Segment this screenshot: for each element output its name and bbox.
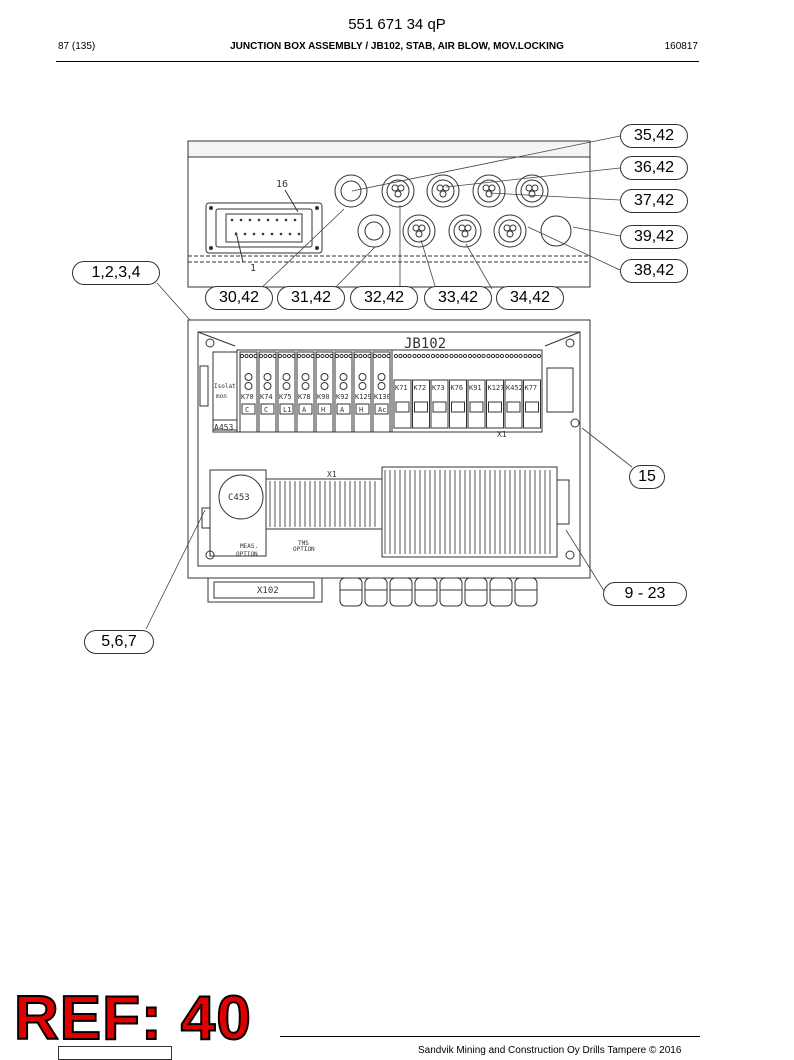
terminal-label-right: X1 — [497, 430, 507, 439]
relay-left — [315, 351, 334, 433]
svg-text:OPTION: OPTION — [236, 551, 258, 558]
leader-lines — [145, 135, 633, 630]
relay-tag: C — [245, 406, 249, 414]
relay-label: K74 — [260, 393, 273, 401]
svg-text:mon: mon — [216, 393, 227, 400]
relay-label: K71 — [395, 384, 408, 392]
footer-rule — [280, 1036, 700, 1037]
relay-right — [504, 379, 523, 429]
relay-left — [353, 351, 372, 433]
relay-right — [486, 379, 504, 429]
connector-top-label: 16 — [276, 179, 288, 190]
date-code: 160817 — [664, 41, 698, 52]
small-label-meas: MEAS. — [240, 543, 258, 550]
relay-tag: H — [321, 406, 325, 414]
relay-label: K90 — [317, 393, 330, 401]
callout-30-42: 30,42 — [205, 286, 273, 310]
relay-tag: C — [264, 406, 268, 414]
callout-36-42: 36,42 — [620, 156, 688, 180]
relay-label: K130 — [374, 393, 391, 401]
ref-stamp: REF: 40 — [13, 984, 252, 1053]
callout-38-42: 38,42 — [620, 259, 688, 283]
relay-left — [372, 351, 391, 433]
relay-label: K76 — [451, 384, 464, 392]
relay-right — [430, 379, 449, 429]
relay-right — [467, 379, 486, 429]
relay-left — [334, 351, 353, 433]
callout-32-42: 32,42 — [350, 286, 418, 310]
relay-left — [258, 351, 277, 433]
callout-35-42: 35,42 — [620, 124, 688, 148]
gland-row-top — [334, 174, 549, 208]
gland-row-bottom — [357, 214, 572, 248]
callout-9-23: 9 - 23 — [603, 582, 687, 606]
relay-label: K452 — [506, 384, 523, 392]
callout-34-42: 34,42 — [496, 286, 564, 310]
relay-label: K129 — [355, 393, 372, 401]
relay-right — [523, 379, 541, 429]
relay-left — [239, 351, 258, 433]
relay-label: K72 — [414, 384, 427, 392]
relay-left — [296, 351, 315, 433]
d-connector — [205, 202, 323, 254]
callout-39-42: 39,42 — [620, 225, 688, 249]
relay-tag: Ac — [378, 406, 386, 414]
svg-text:OPTION: OPTION — [293, 546, 315, 553]
round-module: C453 — [228, 493, 250, 503]
front-view: JB102 A453 Isolat mon K70CK74CK75L1K78AK… — [187, 319, 591, 607]
relay-label: K75 — [279, 393, 292, 401]
relay-right — [449, 379, 467, 429]
callout-31-42: 31,42 — [277, 286, 345, 310]
box-label: JB102 — [404, 336, 446, 352]
relay-label: K92 — [336, 393, 349, 401]
callout-37-42: 37,42 — [620, 189, 688, 213]
relay-right — [412, 379, 430, 429]
relay-label: K77 — [525, 384, 538, 392]
footer-copyright: Sandvik Mining and Construction Oy Drill… — [418, 1045, 682, 1056]
relay-right — [393, 379, 412, 429]
svg-text:TMS: TMS — [298, 540, 309, 547]
relay-tag: A — [340, 406, 345, 414]
relay-tag: A — [302, 406, 307, 414]
page-info: 87 (135) — [58, 41, 96, 52]
relay-label: K78 — [298, 393, 311, 401]
callout-15: 15 — [629, 465, 665, 489]
top-view: 16 1 — [187, 140, 591, 288]
callout-33-42: 33,42 — [424, 286, 492, 310]
relay-label: K73 — [432, 384, 445, 392]
sheet-title: JUNCTION BOX ASSEMBLY / JB102, STAB, AIR… — [230, 41, 564, 52]
relay-tag: L1 — [283, 406, 291, 414]
relay-left — [277, 351, 296, 433]
relay-label: K127 — [488, 384, 505, 392]
relay-label: K91 — [469, 384, 482, 392]
relay-label: K70 — [241, 393, 254, 401]
module-label: A453 — [214, 423, 233, 432]
svg-text:Isolat: Isolat — [214, 383, 236, 390]
terminal-label: X1 — [327, 470, 337, 479]
relay-tag: H — [359, 406, 363, 414]
connector-bottom-label: 1 — [250, 263, 256, 274]
doc-number: 551 671 34 qP — [348, 16, 446, 33]
company-logo — [58, 1046, 172, 1060]
bottom-connector: X102 — [257, 586, 279, 596]
callout-5-6-7: 5,6,7 — [84, 630, 154, 654]
callout-1-2-3-4: 1,2,3,4 — [72, 261, 160, 285]
header-rule — [56, 61, 699, 62]
